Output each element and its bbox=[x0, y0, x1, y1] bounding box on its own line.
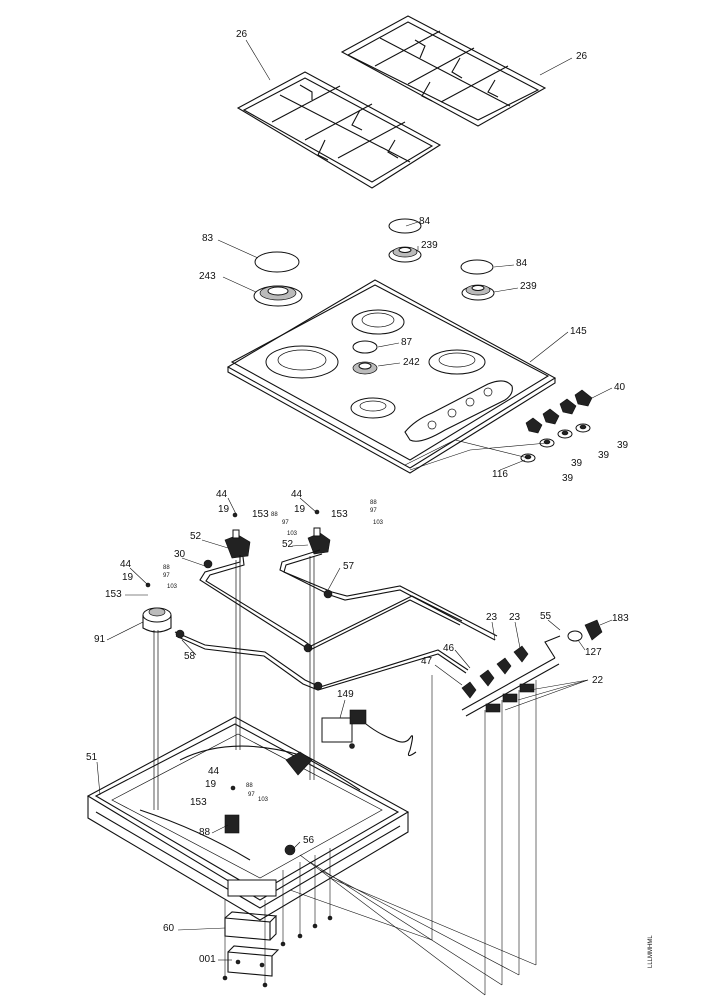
callout-116: 116 bbox=[492, 469, 508, 480]
callout-56: 56 bbox=[303, 835, 315, 846]
callout-51: 51 bbox=[86, 752, 98, 763]
callout-58: 58 bbox=[184, 651, 196, 662]
callout-23-a: 23 bbox=[486, 612, 498, 623]
callout-46: 46 bbox=[443, 643, 455, 654]
callout-153-c: 153 bbox=[105, 589, 122, 600]
callout-103-b: 103 bbox=[373, 520, 384, 526]
callout-52-right: 52 bbox=[282, 539, 294, 550]
leader-lines bbox=[96, 39, 613, 961]
callout-97-a: 97 bbox=[282, 520, 289, 526]
burner-holder-91 bbox=[142, 607, 172, 633]
burner-cap-84-lower bbox=[460, 259, 494, 275]
callout-88-b: 88 bbox=[370, 500, 377, 506]
aux-burner-242 bbox=[352, 340, 378, 375]
callout-39-c: 39 bbox=[571, 458, 583, 469]
callout-239-lower: 239 bbox=[520, 281, 537, 292]
callout-47: 47 bbox=[421, 656, 433, 667]
callout-26-right: 26 bbox=[576, 51, 588, 62]
margin-code: LLLMMHML bbox=[648, 935, 654, 968]
callout-88-a: 88 bbox=[271, 512, 278, 518]
callout-103-d: 103 bbox=[258, 797, 269, 803]
burner-holder-52-right bbox=[307, 527, 331, 555]
assembly-lines bbox=[224, 439, 548, 996]
callout-55: 55 bbox=[540, 611, 552, 622]
callout-153-b: 153 bbox=[331, 509, 348, 520]
callout-149: 149 bbox=[337, 689, 354, 700]
callout-39-d: 39 bbox=[562, 473, 574, 484]
callout-242: 242 bbox=[403, 357, 420, 368]
callout-145: 145 bbox=[570, 326, 587, 337]
callout-39-b: 39 bbox=[598, 450, 610, 461]
callout-88: 88 bbox=[199, 827, 211, 838]
burner-head-243 bbox=[253, 285, 303, 307]
callout-44-b: 44 bbox=[291, 489, 303, 500]
bottom-tray bbox=[86, 716, 410, 921]
callout-44-c: 44 bbox=[120, 559, 132, 570]
burner-cap-83 bbox=[254, 251, 300, 273]
callout-44-a: 44 bbox=[216, 489, 228, 500]
callout-83: 83 bbox=[202, 233, 214, 244]
callout-88-c: 88 bbox=[163, 565, 170, 571]
callout-153-d: 153 bbox=[190, 797, 207, 808]
callout-91: 91 bbox=[94, 634, 106, 645]
callout-84-lower: 84 bbox=[516, 258, 528, 269]
callout-23-b: 23 bbox=[509, 612, 521, 623]
callout-40: 40 bbox=[614, 382, 626, 393]
control-knobs bbox=[520, 389, 593, 463]
callout-88-d: 88 bbox=[246, 783, 253, 789]
callout-87-top: 87 bbox=[401, 337, 413, 348]
callout-153-a: 153 bbox=[252, 509, 269, 520]
callout-103-a: 103 bbox=[287, 531, 298, 537]
callout-183: 183 bbox=[612, 613, 629, 624]
plate-001 bbox=[227, 945, 280, 977]
callout-243: 243 bbox=[199, 271, 216, 282]
callout-22: 22 bbox=[592, 675, 604, 686]
ignition-generator bbox=[321, 709, 417, 757]
hob-top-plate bbox=[226, 279, 557, 474]
burner-holder-52-left bbox=[224, 529, 251, 559]
callout-19-a: 19 bbox=[218, 504, 230, 515]
bracket-60 bbox=[224, 911, 278, 941]
callout-39-a: 39 bbox=[617, 440, 629, 451]
vertical-rods bbox=[153, 556, 315, 810]
callout-97-b: 97 bbox=[370, 508, 377, 514]
pan-support-right bbox=[340, 15, 547, 127]
callout-57: 57 bbox=[343, 561, 355, 572]
callout-127: 127 bbox=[585, 647, 602, 658]
callout-19-c: 19 bbox=[122, 572, 134, 583]
callout-84-upper: 84 bbox=[419, 216, 431, 227]
callout-97-d: 97 bbox=[248, 792, 255, 798]
callout-60: 60 bbox=[163, 923, 175, 934]
gas-manifold bbox=[461, 619, 603, 717]
callout-19-b: 19 bbox=[294, 504, 306, 515]
callout-103-c: 103 bbox=[167, 584, 178, 590]
burner-cap-84-upper bbox=[388, 218, 422, 234]
pan-support-left bbox=[236, 71, 442, 189]
burner-head-239-upper bbox=[388, 246, 422, 263]
callout-44-d: 44 bbox=[208, 766, 220, 777]
callout-97-c: 97 bbox=[163, 573, 170, 579]
callout-19-d: 19 bbox=[205, 779, 217, 790]
callout-52-left: 52 bbox=[190, 531, 202, 542]
callout-001: 001 bbox=[199, 954, 216, 965]
burner-head-239-lower bbox=[461, 284, 495, 301]
callout-239-upper: 239 bbox=[421, 240, 438, 251]
callout-26-left: 26 bbox=[236, 29, 248, 40]
callout-30: 30 bbox=[174, 549, 186, 560]
gas-tubes bbox=[174, 549, 498, 691]
